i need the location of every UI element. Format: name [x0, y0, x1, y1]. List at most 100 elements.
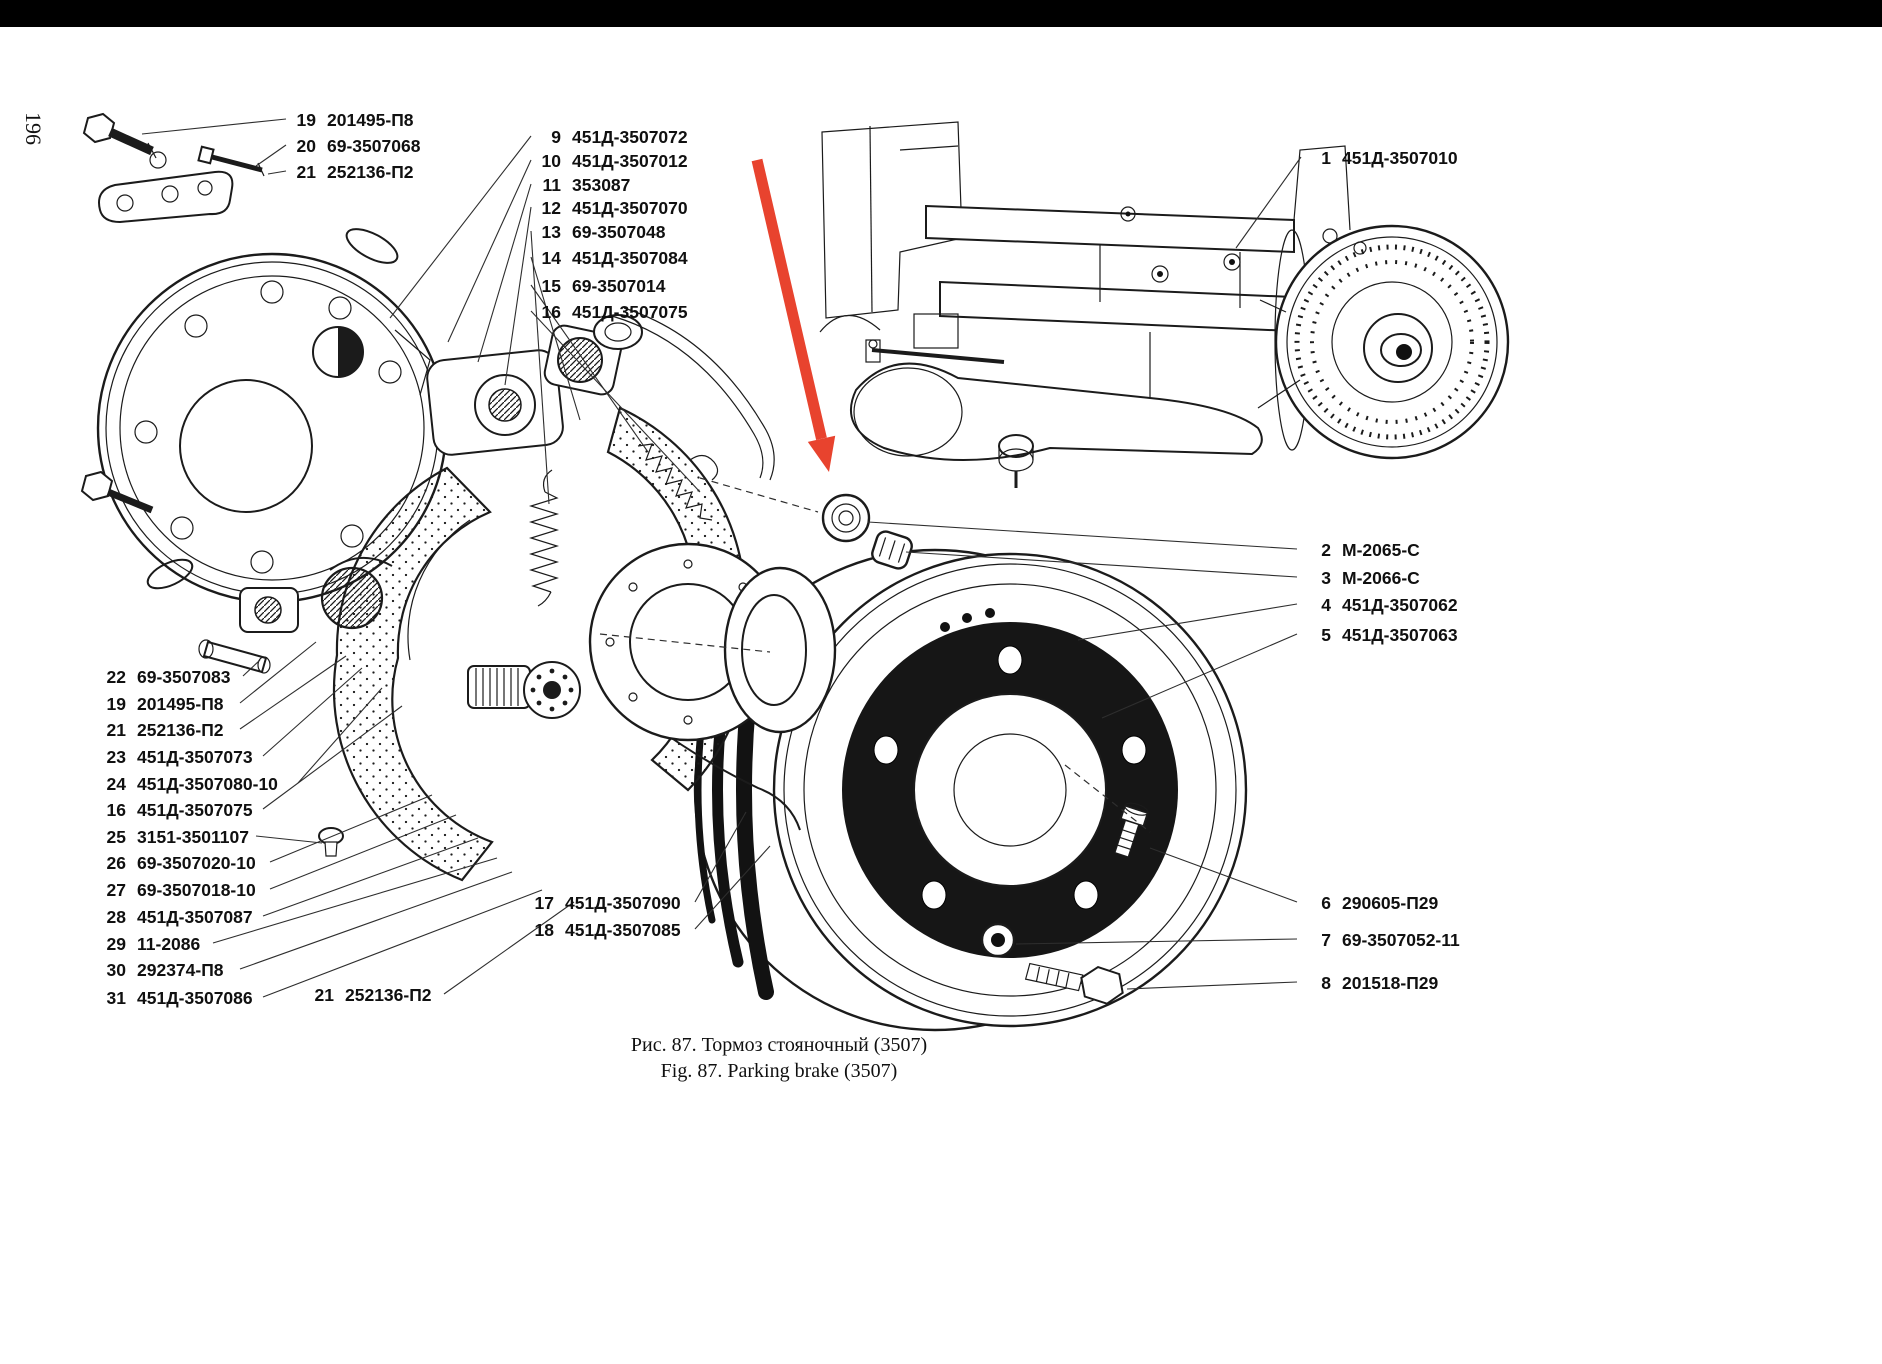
part-code: 290605-П29 — [1342, 893, 1439, 913]
part-code: 3151-3501107 — [137, 827, 249, 847]
part-label-29: 29 11-2086 — [100, 934, 201, 954]
part-label-1: 1 451Д-3507010 — [1305, 148, 1458, 168]
part-label-7: 7 69-3507052-11 — [1305, 930, 1460, 950]
part-code: 451Д-3507075 — [572, 302, 688, 322]
part-number: 2 — [1321, 540, 1331, 560]
part-code: 252136-П2 — [137, 720, 224, 740]
part-number: 31 — [106, 988, 126, 1008]
part-code: 69-3507018-10 — [137, 880, 256, 900]
plug-part — [318, 827, 344, 857]
part-code: 451Д-3507080-10 — [137, 774, 278, 794]
part-code: 69-3507014 — [572, 276, 666, 296]
part-code: 451Д-3507075 — [137, 800, 253, 820]
part-number: 21 — [296, 162, 316, 182]
brake-drum — [693, 548, 1248, 1032]
part-code: 69-3507068 — [327, 136, 421, 156]
retainer-part — [871, 530, 913, 570]
part-code: 451Д-3507062 — [1342, 595, 1458, 615]
part-label-6: 6 290605-П29 — [1305, 893, 1438, 913]
part-label-14: 14 451Д-3507084 — [535, 248, 688, 268]
bolt-part-8 — [1024, 962, 1124, 1005]
part-number: 8 — [1321, 973, 1331, 993]
part-number: 6 — [1321, 893, 1331, 913]
part-label-10: 10 451Д-3507012 — [535, 151, 688, 171]
part-number: 24 — [106, 774, 126, 794]
part-label-23: 23 451Д-3507073 — [100, 747, 253, 767]
backing-plate — [96, 228, 448, 604]
part-number: 21 — [106, 720, 126, 740]
part-number: 15 — [541, 276, 561, 296]
part-label-18: 18 451Д-3507085 — [528, 920, 681, 940]
construction-lines — [599, 477, 1151, 833]
part-label-21: 21 252136-П2 — [290, 162, 414, 182]
part-number: 11 — [542, 175, 562, 195]
mounting-bolts-top-left — [82, 112, 265, 224]
part-code: 11-2086 — [137, 934, 201, 954]
part-code: 451Д-3507086 — [137, 988, 253, 1008]
part-code: 201495-П8 — [137, 694, 224, 714]
part-number: 18 — [534, 920, 554, 940]
part-code: М-2065-С — [1342, 540, 1420, 560]
page-top-rule — [0, 0, 1882, 27]
part-number: 26 — [106, 853, 126, 873]
bolt-part-6 — [1114, 802, 1150, 858]
part-number: 17 — [534, 893, 554, 913]
part-code: 451Д-3507010 — [1342, 148, 1458, 168]
part-number: 14 — [541, 248, 561, 268]
part-code: 451Д-3507073 — [137, 747, 253, 767]
part-label-16: 16 451Д-3507075 — [535, 302, 688, 322]
part-number: 28 — [106, 907, 126, 927]
part-code: М-2066-С — [1342, 568, 1420, 588]
part-number: 9 — [551, 127, 561, 147]
leader-lines — [141, 118, 1302, 998]
part-number: 1 — [1321, 148, 1331, 168]
part-number: 16 — [541, 302, 561, 322]
part-label-31: 31 451Д-3507086 — [100, 988, 253, 1008]
part-number: 23 — [106, 747, 126, 767]
part-code: 451Д-3507063 — [1342, 625, 1458, 645]
part-number: 27 — [106, 880, 126, 900]
figure-caption-en: Fig. 87. Parking brake (3507) — [660, 1060, 898, 1082]
part-label-5: 5 451Д-3507063 — [1305, 625, 1458, 645]
washer-part-7 — [980, 922, 1016, 958]
axle-assembly — [819, 121, 1510, 488]
part-number: 29 — [106, 934, 126, 954]
part-number: 10 — [541, 151, 561, 171]
part-code: 451Д-3507085 — [565, 920, 681, 940]
part-number: 5 — [1321, 625, 1331, 645]
part-number: 7 — [1321, 930, 1331, 950]
hub-ring — [723, 566, 837, 734]
part-code: 451Д-3507084 — [572, 248, 688, 268]
anchor-bolt-and-pin — [80, 470, 271, 674]
part-number: 22 — [106, 667, 126, 687]
part-code: 201495-П8 — [327, 110, 414, 130]
part-code: 451Д-3507012 — [572, 151, 688, 171]
part-label-24: 24 451Д-3507080-10 — [100, 774, 278, 794]
part-code: 252136-П2 — [345, 985, 432, 1005]
part-label-21: 21 252136-П2 — [100, 720, 224, 740]
part-code: 252136-П2 — [327, 162, 414, 182]
part-code: 69-3507052-11 — [1342, 930, 1460, 950]
red-pointer-arrow — [751, 158, 836, 472]
adjuster-star-wheel — [467, 661, 581, 719]
part-code: 69-3507048 — [572, 222, 666, 242]
